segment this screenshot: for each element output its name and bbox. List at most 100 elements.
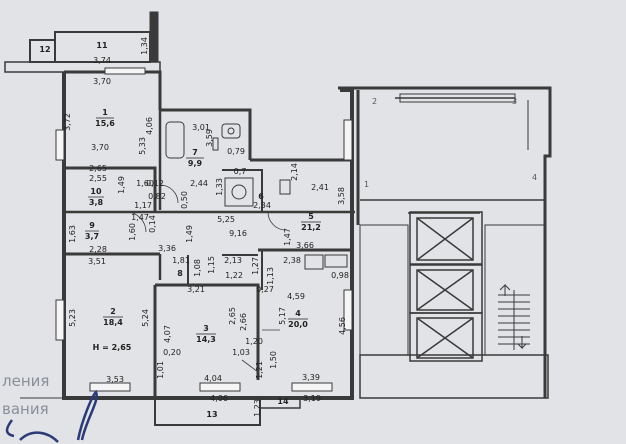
dimension-label: 2,28 (89, 245, 107, 254)
room-10-number: 10 (90, 187, 102, 196)
dimension-label: 3,01 (192, 123, 210, 132)
dimension-label: 2,65 (89, 164, 107, 173)
room-labels: 1 15,6 2 18,4 3 14,3 4 20,0 5 21,2 6 7 9… (39, 41, 321, 419)
dimension-label: 5,33 (138, 137, 147, 155)
room-1-number: 1 (102, 108, 108, 117)
dimension-label: 0,14 (148, 215, 157, 233)
signature-scribble (5, 389, 98, 443)
dimension-labels: 3,74 3,70 3,72 3,70 5,33 4,06 1,34 3,01 … (63, 37, 349, 417)
room-6-number: 6 (258, 192, 264, 201)
dimension-label: 4,59 (287, 292, 305, 301)
side-label: 1 (364, 180, 369, 189)
bathroom-fixtures (165, 121, 348, 270)
dimension-label: 3,58 (337, 187, 346, 205)
dimension-label: 1,60 (136, 179, 154, 188)
dimension-label: 1,81 (172, 256, 190, 265)
dimension-label: 3,74 (93, 56, 111, 65)
room-8-number: 8 (177, 269, 183, 278)
side-label: 2 (372, 97, 377, 106)
dimension-label: 5,24 (141, 309, 150, 327)
room-9-area: 3,7 (85, 232, 99, 241)
apartment-walls (4, 11, 355, 426)
stamp-line-1: ления (2, 372, 49, 390)
side-label: 3 (512, 97, 517, 106)
dimension-label: 2,13 (224, 256, 242, 265)
dimension-label: 0,20 (163, 348, 181, 357)
dimension-label: 0,98 (331, 271, 349, 280)
room-4-number: 4 (295, 309, 301, 318)
dimension-label: 1,63 (68, 225, 77, 243)
dimension-label: 0,50 (180, 191, 189, 209)
dimension-label: 4,56 (338, 317, 347, 335)
section-side-labels: 1 2 3 4 (364, 97, 537, 189)
dimension-label: 1,60 (128, 223, 137, 241)
room-7-area: 9,9 (188, 159, 203, 168)
dimension-label: 1,01 (156, 361, 165, 379)
dimension-label: 1,03 (232, 348, 250, 357)
dimension-label: 5,17 (278, 307, 287, 325)
stairs (498, 283, 530, 350)
room-5-area: 21,2 (301, 223, 321, 232)
room-3-area: 14,3 (196, 335, 216, 344)
dimension-label: 3,36 (158, 244, 176, 253)
room-3-number: 3 (203, 324, 209, 333)
stairwell-section (338, 86, 552, 399)
dimension-label: 0,79 (227, 147, 245, 156)
elevator-shafts (409, 211, 483, 362)
dimension-label: 1,49 (185, 225, 194, 243)
dimension-label: 1,49 (117, 176, 126, 194)
dimension-label: 4,06 (145, 117, 154, 135)
dimension-label: 3,70 (91, 143, 109, 152)
dimension-label: 3,66 (296, 241, 314, 250)
dimension-label: 1,27 (251, 257, 260, 275)
room-7-number: 7 (192, 148, 198, 157)
dimension-label: 3,53 (106, 375, 124, 384)
dimension-label: 3,59 (205, 129, 214, 147)
dimension-label: 0,12 (146, 179, 164, 188)
dimension-label: 1,15 (207, 256, 216, 274)
dimension-label: 3,72 (63, 113, 72, 131)
dimension-label: 1,50 (269, 351, 278, 369)
dimension-label: 3,70 (93, 77, 111, 86)
dimension-label: 1,34 (140, 37, 149, 55)
dimension-label: 3,21 (187, 285, 205, 294)
dimension-label: 2,41 (311, 183, 329, 192)
dimension-label: 4,07 (163, 325, 172, 343)
dimension-label: 4,04 (204, 374, 222, 383)
room-12-number: 12 (39, 45, 50, 54)
dimension-label: 1,22 (225, 271, 243, 280)
room-1-area: 15,6 (95, 119, 115, 128)
dimension-label: 1,23 (253, 399, 262, 417)
dimension-label: 2,14 (290, 163, 299, 181)
dimension-label: 0,82 (148, 192, 166, 201)
room-9-number: 9 (89, 221, 95, 230)
dimension-label: 3,39 (302, 373, 320, 382)
dimension-label: 1,47 (131, 213, 149, 222)
dimension-label: 5,25 (217, 215, 235, 224)
dimension-label: 9,16 (229, 229, 247, 238)
dimension-label: 4,06 (210, 394, 228, 403)
dimension-label: 1,20 (245, 337, 263, 346)
dimension-label: 3,19 (303, 394, 321, 403)
room-2-number: 2 (110, 307, 116, 316)
dimension-label: 2,66 (239, 313, 248, 331)
dimension-label: 2,55 (89, 174, 107, 183)
dimension-label: 5,23 (68, 309, 77, 327)
dimension-label: 0,27 (256, 285, 274, 294)
dimension-label: 3,51 (88, 257, 106, 266)
windows (55, 67, 353, 392)
room-11-number: 11 (96, 41, 108, 50)
side-label: 4 (532, 173, 537, 182)
room-13-number: 13 (206, 410, 217, 419)
stamp-text: ления вания (2, 372, 49, 418)
dimension-label: 1,47 (283, 228, 292, 246)
dimension-label: 1,33 (215, 178, 224, 196)
dimension-label: 2,44 (190, 179, 208, 188)
room-4-area: 20,0 (288, 320, 308, 329)
stamp-line-2: вания (2, 400, 49, 418)
dimension-label: 2,65 (228, 307, 237, 325)
room-10-area: 3,8 (89, 198, 104, 207)
room-5-number: 5 (308, 212, 314, 221)
dimension-label: 0,7 (234, 167, 247, 176)
